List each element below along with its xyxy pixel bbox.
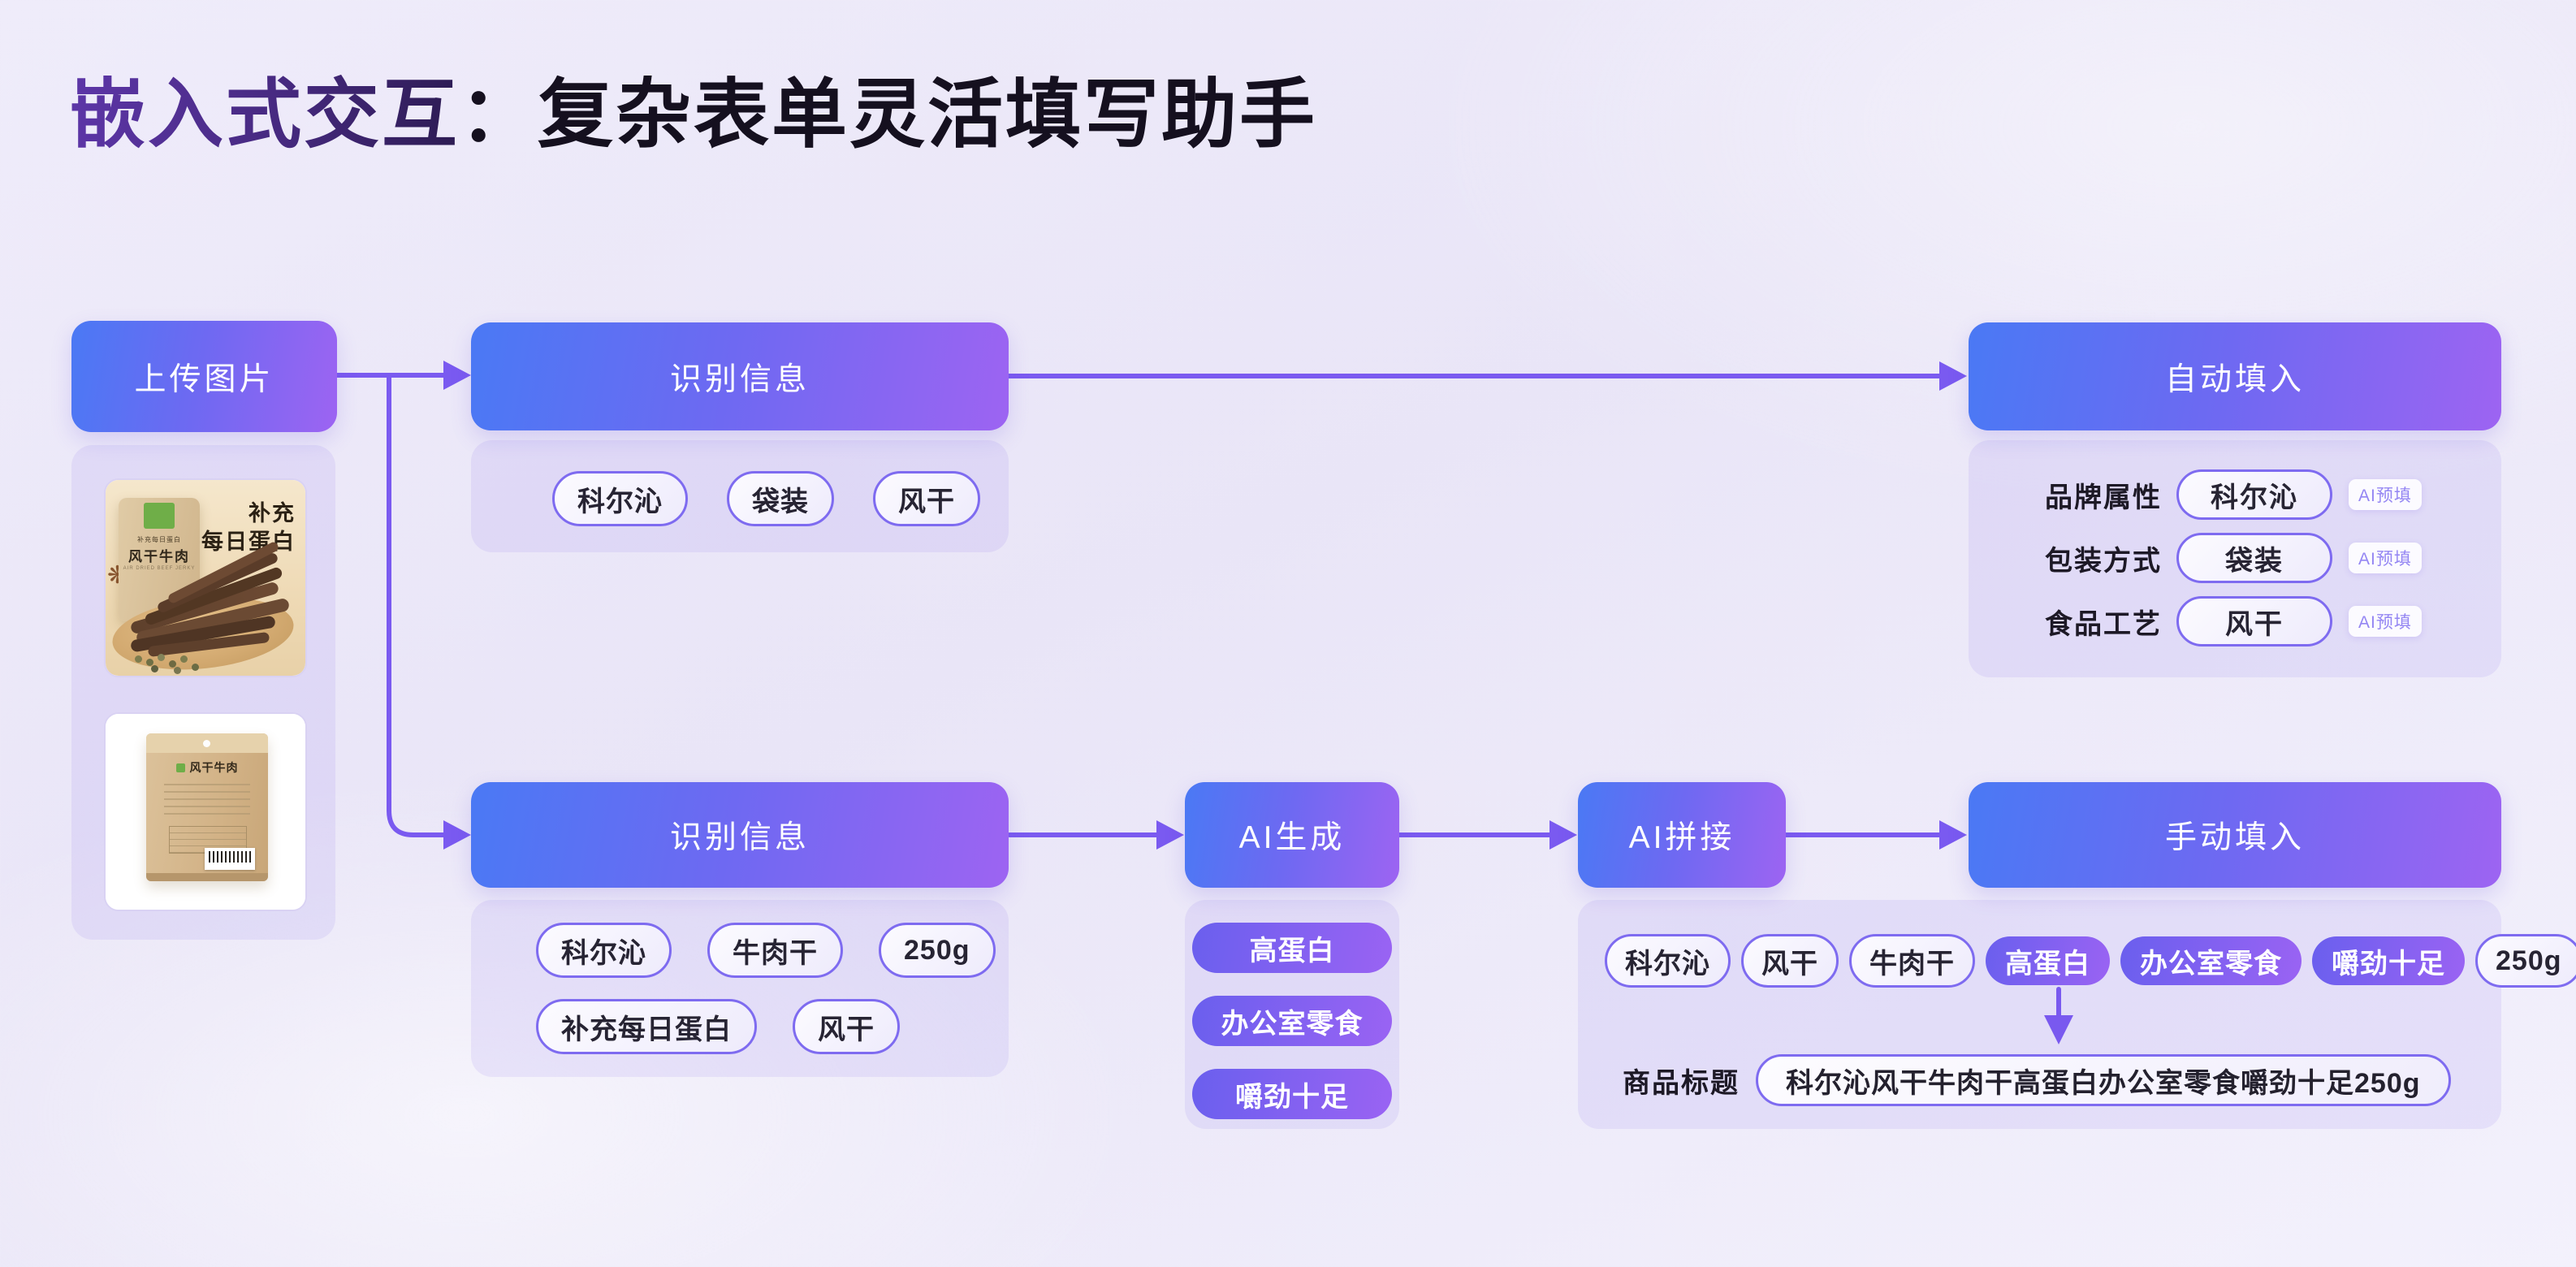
tag-pill: 250g [879,923,996,978]
node-manual-fill: 手动填入 [1969,782,2501,888]
arrowhead [1156,820,1184,850]
ai-prefill-badge: AI预填 [2349,479,2422,510]
tag-pill: 袋装 [727,471,834,526]
tag-pill: 250g [2475,934,2576,988]
node-recognize-info-bottom: 识别信息 [471,782,1009,888]
bag-caption-text: AIR DRIED BEEF JERKY [123,566,196,571]
arrowhead [443,361,471,390]
page-title-rest: ：复杂表单灵活填写助手 [460,72,1317,157]
ai-prefill-badge: AI预填 [2349,543,2422,573]
field-label: 食品工艺 [2045,608,2162,640]
ai-generate-tags: 高蛋白办公室零食嚼劲十足 [1185,923,1399,1119]
field-label: 品牌属性 [2045,482,2162,513]
tag-pill: 科尔沁 [1605,934,1731,988]
tag-pill: 风干 [793,999,900,1054]
bag-back-title: 风干牛肉 [189,761,239,774]
arrowhead [443,820,471,850]
tag-pill: 补充每日蛋白 [536,999,757,1054]
tag-pill: 高蛋白 [1192,923,1392,973]
arrowhead [1549,820,1577,850]
node-auto-fill: 自动填入 [1969,322,2501,430]
product-photo-card-1: ❋ 补充每日蛋白 风干牛肉 AIR DRIED BEEF JERKY 补充 每日… [104,478,307,677]
bag-text-lines [164,784,250,819]
kraft-bag-back: 风干牛肉 [146,733,268,881]
field-value-pill: 袋装 [2176,533,2332,583]
arrow-upload-to-recognize-bottom [387,373,446,837]
node-ai-generate: AI生成 [1185,782,1399,888]
page-title: 嵌入式交互：复杂表单灵活填写助手 [70,71,1317,158]
bag-barcode [205,848,255,870]
form-row-packaging: 包装方式 袋装 AI预填 [1969,533,2501,583]
form-row-brand: 品牌属性 科尔沁 AI预填 [1969,469,2501,520]
tag-pill: 牛肉干 [1849,934,1975,988]
product-title-label: 商品标题 [1623,1067,1740,1099]
bag-green-logo [175,763,185,772]
product-title-row: 商品标题 科尔沁风干牛肉干高蛋白办公室零食嚼劲十足250g [1623,1054,2483,1106]
photo-headline-line1: 补充 [249,501,296,525]
bag-back-header: 风干牛肉 [146,759,268,776]
recognize-bottom-tags-row2: 补充每日蛋白风干 [536,999,900,1054]
peppercorns-decor [135,655,142,663]
recognize-bottom-tags-row1: 科尔沁牛肉干 250g [536,923,996,978]
tag-pill: 高蛋白 [1986,936,2110,985]
ai-prefill-badge: AI预填 [2349,606,2422,637]
tag-pill: 办公室零食 [2120,936,2302,985]
tag-pill: 牛肉干 [707,923,843,978]
product-photo-bag-back: 风干牛肉 [106,714,305,910]
node-upload-image: 上传图片 [71,321,337,432]
node-recognize-info-top: 识别信息 [471,322,1009,430]
bag-title-text: 风干牛肉 [128,549,190,564]
tag-pill: 风干 [873,471,980,526]
arrowhead [1939,820,1967,850]
field-value-pill: 科尔沁 [2176,469,2332,520]
bag-green-label [144,503,175,529]
tag-pill: 风干 [1741,934,1839,988]
tag-pill: 嚼劲十足 [2312,936,2465,985]
recognize-top-tags: 科尔沁袋装风干 [552,471,980,526]
tag-pill: 办公室零食 [1192,996,1392,1046]
node-ai-splice: AI拼接 [1578,782,1786,888]
product-photo-card-2: 风干牛肉 [104,712,307,911]
tag-pill: 科尔沁 [536,923,672,978]
form-row-process: 食品工艺 风干 AI预填 [1969,596,2501,646]
product-title-value-pill: 科尔沁风干牛肉干高蛋白办公室零食嚼劲十足250g [1756,1054,2451,1106]
photo-headline-line2: 每日蛋白 [201,530,296,555]
page-title-highlight: 嵌入式交互 [70,72,460,157]
arrowhead [1939,361,1967,391]
bag-subtitle-text: 补充每日蛋白 [137,536,181,543]
field-value-pill: 风干 [2176,596,2332,646]
tag-pill: 嚼劲十足 [1192,1069,1392,1119]
photo-headline: 补充 每日蛋白 [201,499,296,556]
field-label: 包装方式 [2045,545,2162,577]
bag-hang-hole [203,740,210,747]
tag-pill: 科尔沁 [552,471,688,526]
bag-bottom-gusset [146,873,268,881]
product-photo-jerky-plate: ❋ 补充每日蛋白 风干牛肉 AIR DRIED BEEF JERKY 补充 每日… [106,480,305,676]
